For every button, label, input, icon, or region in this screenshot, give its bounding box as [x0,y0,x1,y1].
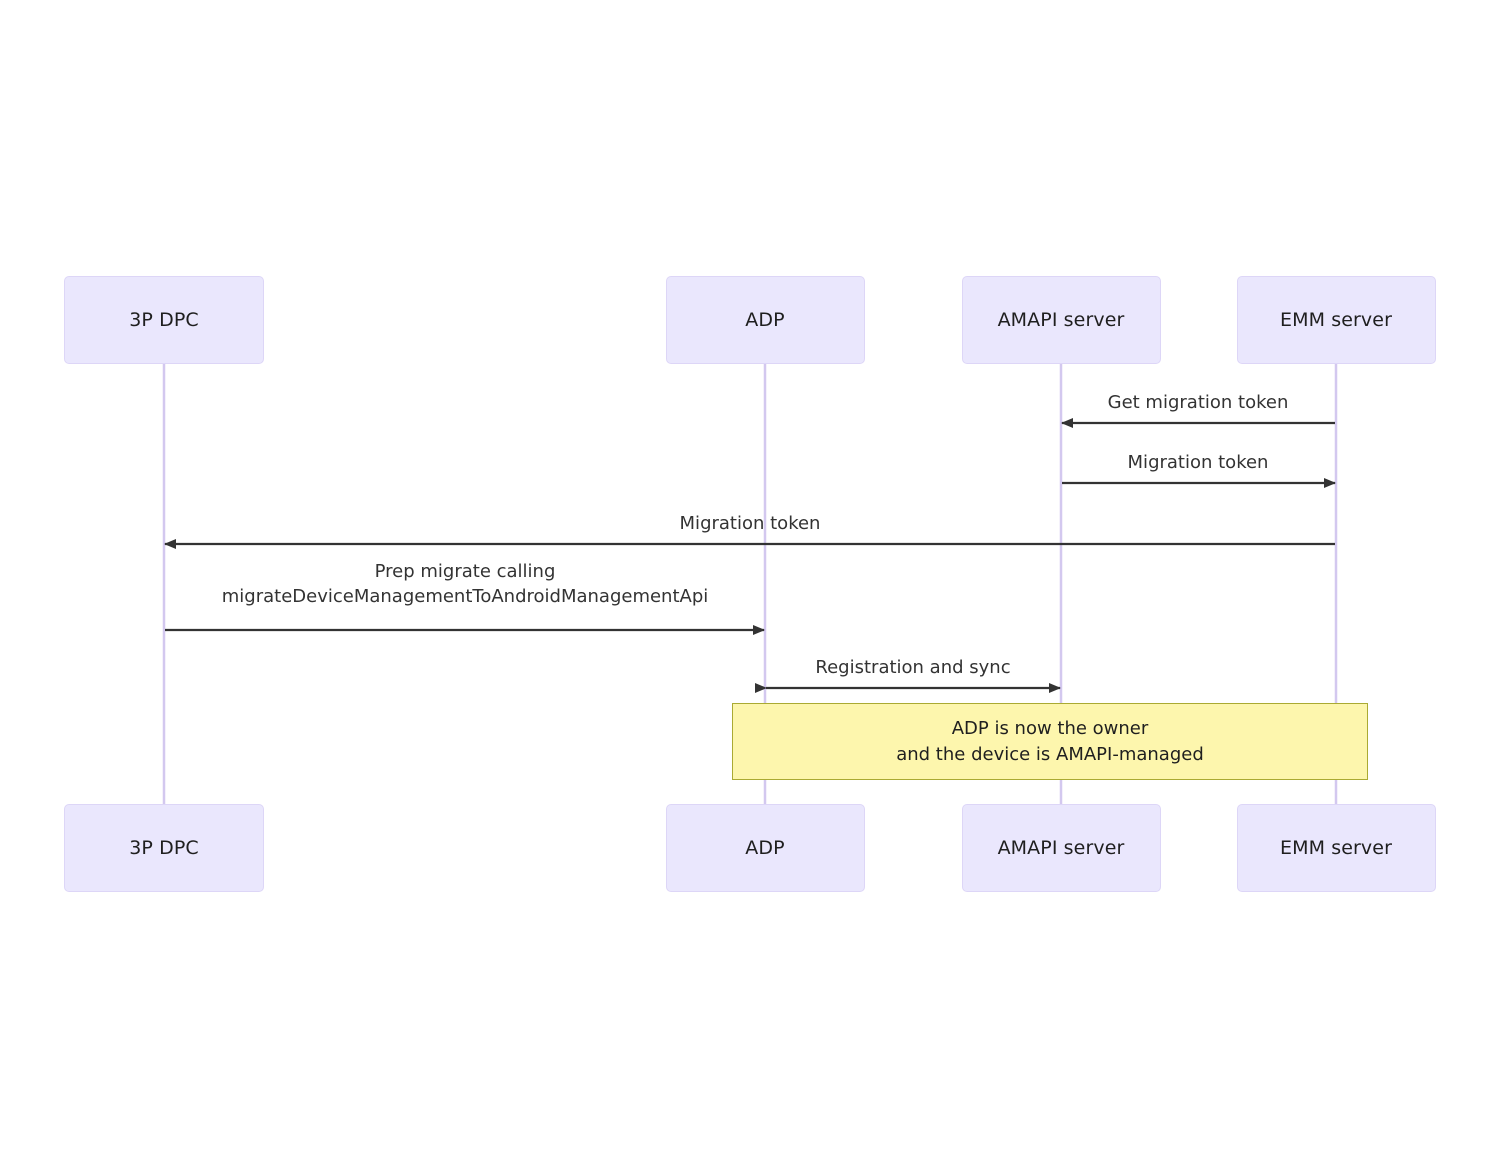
participant-emm-top[interactable]: EMM server [1236,276,1436,364]
message-label-m4: Prep migrate calling migrateDeviceManagem… [222,559,709,609]
participant-label: 3P DPC [129,836,199,859]
participant-amapi-bottom[interactable]: AMAPI server [961,804,1161,892]
participant-label: 3P DPC [129,308,199,331]
participant-dpc-top[interactable]: 3P DPC [64,276,264,364]
participant-label: AMAPI server [997,836,1125,859]
message-label-m2: Migration token [1128,450,1269,475]
note-text-line: and the device is AMAPI-managed [896,743,1204,765]
message-label-line: Get migration token [1107,392,1289,413]
message-label-line: Migration token [679,513,821,534]
note-text: ADP is now the owner and the device is AM… [896,716,1204,768]
participant-label: ADP [745,308,785,331]
participant-adp-top[interactable]: ADP [665,276,865,364]
participant-label: EMM server [1280,836,1392,859]
participant-amapi-top[interactable]: AMAPI server [961,276,1161,364]
participant-emm-bottom[interactable]: EMM server [1236,804,1436,892]
message-label-m5: Registration and sync [815,655,1010,680]
message-arrows-group [164,418,1336,693]
note-text-line: ADP is now the owner [951,717,1149,739]
message-label-m3: Migration token [680,511,821,536]
note-n1: ADP is now the owner and the device is AM… [732,703,1368,780]
message-label-m1: Get migration token [1108,390,1289,415]
participant-adp-bottom[interactable]: ADP [665,804,865,892]
participant-label: EMM server [1280,308,1392,331]
message-label-line: Migration token [1127,452,1269,473]
message-label-line: migrateDeviceManagementToAndroidManageme… [221,586,709,607]
message-label-line: Prep migrate calling [374,561,556,582]
message-label-line: Registration and sync [815,657,1011,678]
participant-label: AMAPI server [997,308,1125,331]
participant-label: ADP [745,836,785,859]
participant-dpc-bottom[interactable]: 3P DPC [64,804,264,892]
